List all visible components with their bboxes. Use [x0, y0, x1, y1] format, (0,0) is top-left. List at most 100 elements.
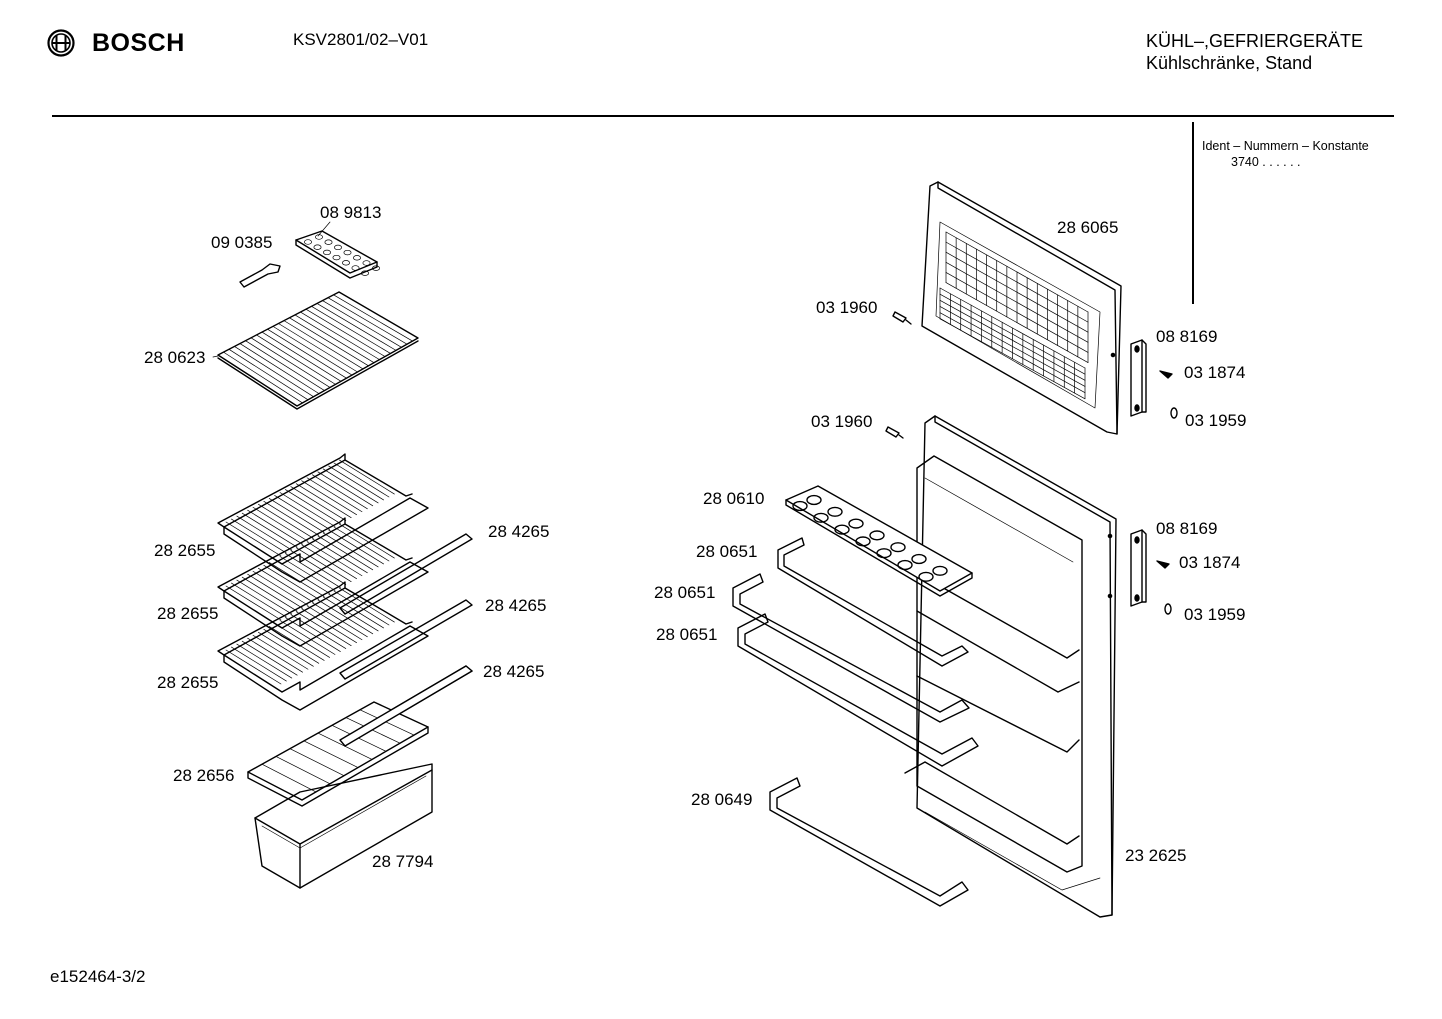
shelf-rib [339, 459, 395, 495]
part-label-washer-1: 03 1959 [1185, 411, 1247, 430]
grid-wire [250, 337, 331, 388]
shelf-rib [225, 521, 282, 557]
shelf-rib [263, 501, 320, 536]
shelf-rib [258, 503, 314, 539]
ice-cell [342, 260, 350, 266]
ice-cell [324, 239, 333, 245]
grid-wire [305, 308, 386, 357]
shelf-rib [252, 634, 309, 670]
shelf-rib [252, 570, 309, 606]
shelf-rib [241, 512, 298, 548]
bosch-armature-icon [47, 29, 75, 57]
ice-cell [372, 265, 380, 271]
part-label-freezer-door: 28 6065 [1057, 218, 1119, 237]
shelf-rib [295, 547, 352, 583]
egg-cup [792, 500, 808, 512]
shelf-rib [274, 623, 330, 658]
part-label-door-shelf-1: 28 0651 [696, 542, 758, 561]
hinge-bracket-bottom [1130, 529, 1147, 607]
egg-cup [827, 506, 843, 517]
shelf-rib [285, 617, 341, 652]
freezer-grid-line [939, 318, 1086, 400]
grid-wire [283, 320, 364, 370]
grid-wire [256, 334, 336, 385]
ice-scoop [239, 263, 281, 288]
shelf-rib [339, 523, 395, 559]
header-divider [52, 115, 1394, 117]
shelf-rib [241, 576, 298, 612]
shelf-rib [322, 468, 379, 504]
shelf-rib [236, 579, 293, 615]
glass-shelf [217, 517, 429, 647]
shelf-rib [258, 567, 314, 603]
bosch-logo: BOSCH [46, 28, 185, 58]
shelf-rib [285, 553, 341, 588]
egg-cup [911, 553, 927, 565]
grid-wire [316, 303, 397, 351]
cover-rib [275, 756, 331, 785]
ident-title: Ident – Nummern – Konstante [1202, 139, 1369, 153]
ident-dots: . . . . . . [1262, 155, 1301, 169]
grid-wire [300, 311, 380, 360]
shelf-rib [312, 538, 368, 574]
part-label-crisper-cover: 28 2656 [173, 766, 235, 785]
egg-cup [806, 494, 822, 506]
ice-cell [332, 254, 341, 261]
shelf-rib [247, 573, 303, 609]
shelf-rib [290, 614, 347, 649]
shelf-back-rail [217, 517, 346, 592]
door-shelf-1 [777, 537, 969, 667]
shelf-rib [285, 489, 341, 524]
freezer-grid-line [945, 231, 1089, 313]
washer-2 [1164, 603, 1172, 615]
egg-cup [834, 524, 850, 535]
freezer-grid-line [945, 241, 1089, 323]
egg-cup [876, 548, 892, 559]
shelf-rib [295, 611, 352, 647]
shelf-plate [223, 625, 429, 711]
grid-wire [294, 314, 375, 364]
freezer-grid-line [945, 251, 1089, 333]
freezer-grid-line [945, 262, 1089, 343]
ident-divider [1192, 122, 1194, 304]
screw-2 [885, 426, 904, 439]
shelf-rib [263, 628, 320, 664]
part-label-bottle-shelf: 28 0649 [691, 790, 753, 809]
grid-wire [272, 326, 353, 376]
freezer-grid-line [945, 272, 1089, 353]
part-label-door-shelf-2: 28 0651 [654, 583, 716, 602]
part-label-screw-2: 03 1960 [811, 412, 873, 431]
ident-block: Ident – Nummern – Konstante 3740 . . . .… [1202, 138, 1369, 170]
shelf-rib [290, 486, 347, 521]
ident-value: 3740 [1231, 155, 1259, 169]
shelf-rib [247, 509, 303, 545]
screw-1 [892, 311, 912, 325]
part-label-screw-1: 03 1960 [816, 298, 878, 317]
freezer-grid-shelf [212, 291, 419, 410]
shelf-rib [252, 506, 309, 542]
shelf-rib [279, 492, 336, 527]
part-label-trim-bar-2: 28 4265 [485, 596, 547, 615]
grid-wire [322, 300, 402, 348]
shelf-rib [333, 462, 390, 498]
part-label-ice-cube-tray: 08 9813 [320, 203, 382, 222]
shelf-rib [231, 518, 287, 554]
grid-wire [311, 305, 391, 354]
shelf-rib [295, 483, 352, 519]
part-label-hinge-bracket-1: 08 8169 [1156, 327, 1218, 346]
shelf-rib [306, 477, 363, 513]
shelf-rib [225, 585, 282, 621]
glass-shelves [217, 453, 429, 711]
part-label-glass-shelf-3: 28 2655 [157, 673, 219, 692]
crisper-drawer [254, 763, 433, 889]
shelf-rib [317, 599, 374, 635]
ice-cell [362, 260, 371, 266]
shelf-rib [236, 643, 293, 679]
egg-cup [918, 571, 934, 582]
freezer-grid-line [939, 312, 1086, 393]
glass-shelf [217, 581, 429, 711]
grid-wire [245, 340, 325, 391]
grid-wire [234, 346, 314, 398]
washer-1 [1170, 407, 1178, 419]
